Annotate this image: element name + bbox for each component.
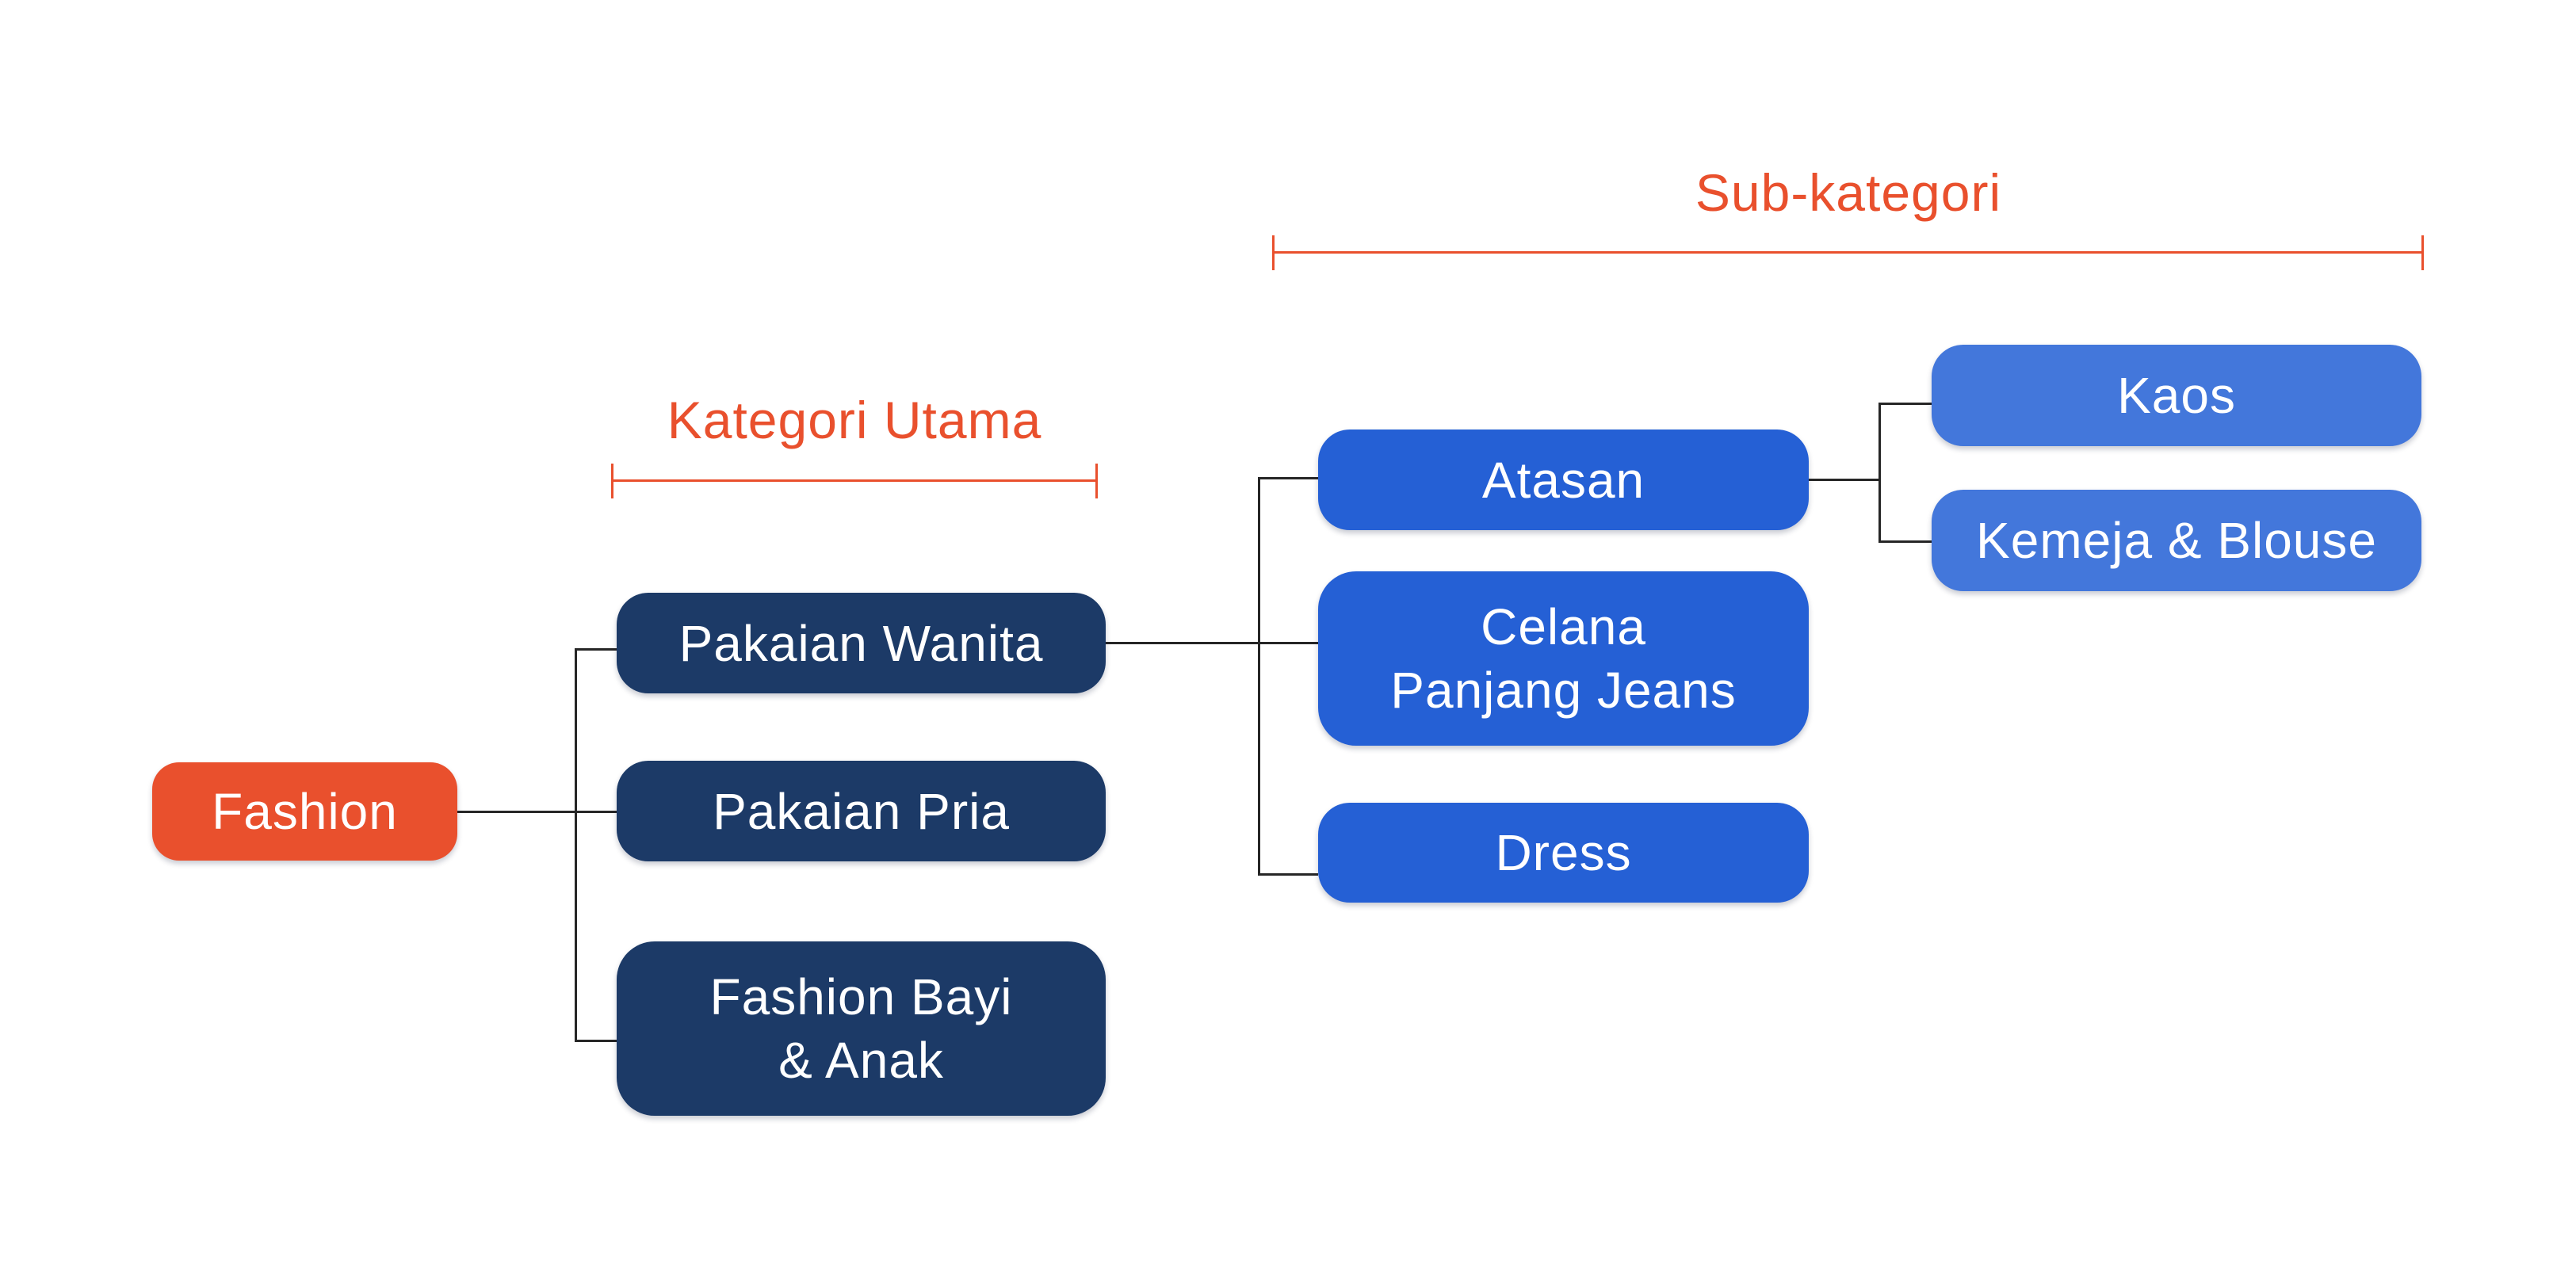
connector-to-dress xyxy=(1258,873,1318,876)
kategori-utama-bracket-line xyxy=(611,479,1097,482)
kategori-utama-bracket-tick-left xyxy=(611,464,613,498)
node-celana-panjang-jeans: Celana Panjang Jeans xyxy=(1318,571,1809,746)
node-pakaian-wanita: Pakaian Wanita xyxy=(617,593,1106,693)
connector-to-fashion-bayi-anak xyxy=(575,1040,617,1042)
kategori-utama-bracket-tick-right xyxy=(1095,464,1098,498)
node-kaos: Kaos xyxy=(1932,345,2421,446)
sub-kategori-bracket-tick-right xyxy=(2421,235,2424,270)
connector-to-kemeja-blouse xyxy=(1878,540,1932,543)
connector-fashion-trunk xyxy=(457,811,617,813)
connector-wanita-vertical xyxy=(1258,477,1260,876)
connector-fashion-vertical xyxy=(575,648,577,1042)
connector-atasan-vertical xyxy=(1878,403,1881,543)
node-fashion: Fashion xyxy=(152,762,457,861)
connector-to-kaos xyxy=(1878,403,1932,405)
sub-kategori-bracket-tick-left xyxy=(1272,235,1275,270)
node-kemeja-blouse: Kemeja & Blouse xyxy=(1932,490,2421,591)
kategori-utama-label: Kategori Utama xyxy=(667,391,1042,449)
connector-to-atasan xyxy=(1258,477,1318,479)
connector-wanita-trunk xyxy=(1106,642,1318,644)
node-fashion-bayi-anak: Fashion Bayi & Anak xyxy=(617,941,1106,1116)
connector-to-pakaian-wanita xyxy=(575,648,617,651)
node-dress: Dress xyxy=(1318,803,1809,903)
sub-kategori-label: Sub-kategori xyxy=(1695,163,2002,222)
sub-kategori-bracket-line xyxy=(1272,251,2424,254)
connector-atasan-trunk xyxy=(1809,479,1878,481)
node-atasan: Atasan xyxy=(1318,430,1809,530)
node-pakaian-pria: Pakaian Pria xyxy=(617,761,1106,861)
